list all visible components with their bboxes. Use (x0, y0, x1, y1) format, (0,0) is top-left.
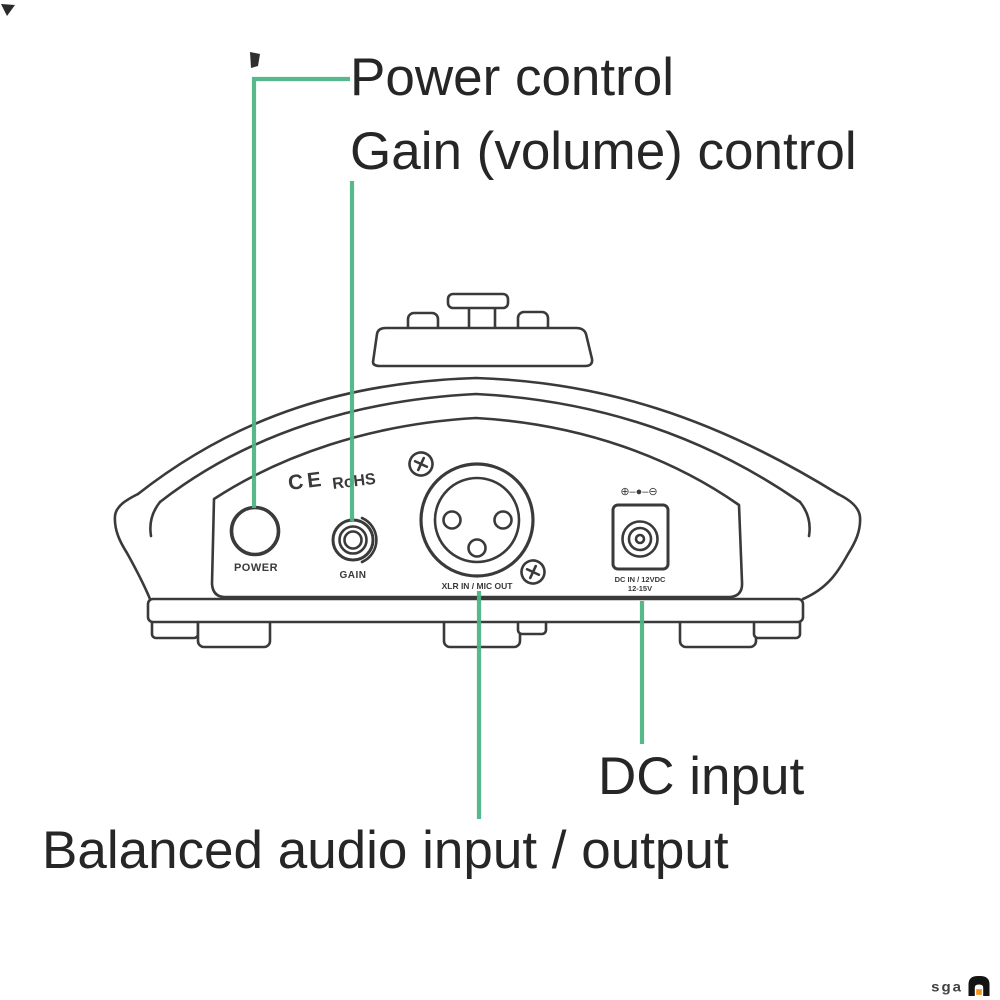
sga-logo-text: SGA (931, 979, 963, 996)
ce-mark: CE (287, 468, 327, 495)
sga-logo: SGA (931, 975, 992, 996)
device-right-wing (798, 492, 862, 601)
label-gain-control: Gain (volume) control (350, 122, 857, 181)
dc-jack: ⊕–●–⊖ DC IN / 12VDC 12-15V (611, 486, 670, 593)
device-body-contours (136, 376, 840, 504)
dc-jack-label-line1: DC IN / 12VDC (615, 575, 666, 584)
dc-jack-label-line2: 12-15V (628, 584, 652, 593)
xlr-label: XLR IN / MIC OUT (442, 581, 514, 591)
device-left-wing (113, 492, 162, 601)
screw-top-left (408, 451, 434, 477)
power-button-label: POWER (234, 562, 278, 574)
callout-lines (251, 76, 645, 819)
xlr-connector: XLR IN / MIC OUT (419, 462, 535, 591)
label-power-control: Power control (350, 48, 675, 107)
corner-speck (1, 4, 15, 16)
label-balanced-audio: Balanced audio input / output (42, 821, 729, 880)
rohs-mark: RoHS (331, 471, 377, 493)
ink-speck (250, 52, 260, 68)
gain-knob-label: GAIN (340, 570, 367, 581)
mount-screw-head (446, 292, 510, 310)
polarity-icon: ⊕–●–⊖ (620, 486, 657, 498)
label-dc-input: DC input (598, 747, 805, 806)
screw-bottom-right (520, 559, 546, 585)
power-callout-line (251, 76, 350, 508)
mount-block (371, 326, 594, 368)
device-front-panel (210, 416, 744, 599)
device-base-band (146, 597, 805, 624)
sga-logo-icon (968, 976, 990, 996)
shoe-mount (371, 292, 594, 368)
gain-knob: GAIN (331, 516, 378, 581)
